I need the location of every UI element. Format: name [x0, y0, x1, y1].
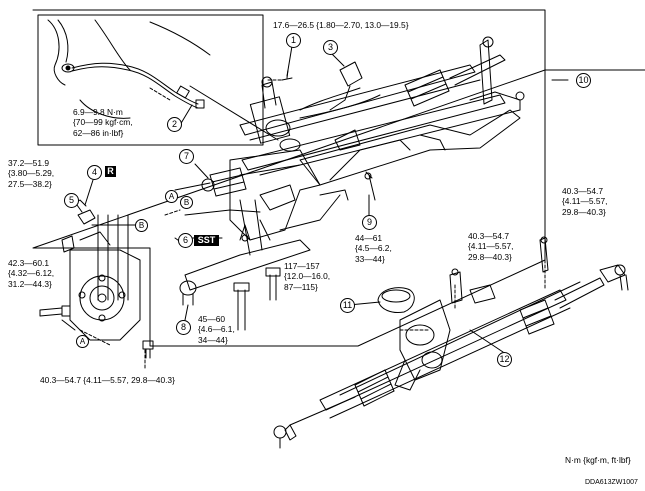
callout-2: 2: [167, 117, 182, 132]
callout-10: 10: [576, 73, 591, 88]
sst-badge: SST: [194, 235, 219, 246]
replace-badge: R: [105, 166, 116, 177]
torque-label-bracket-right-mid: 40.3—54.7 {4.11—5.57, 29.8—40.3}: [468, 231, 514, 262]
torque-label-knuckle-bottom: 40.3—54.7 {4.11—5.57, 29.8—40.3}: [40, 375, 175, 385]
hose-detail: [47, 19, 211, 119]
marker-b-lower: B: [135, 219, 148, 232]
steering-knuckle: [39, 199, 154, 359]
marker-a-upper: A: [165, 190, 178, 203]
marker-a-lower: A: [76, 335, 89, 348]
callout-11: 11: [340, 298, 355, 313]
callout-7: 7: [179, 149, 194, 164]
steering-gear-upper: [174, 36, 525, 331]
callout-3: 3: [323, 40, 338, 55]
callout-4: 4: [87, 165, 102, 180]
torque-label-8: 45—60 {4.6—6.1, 34—44}: [198, 314, 235, 345]
units-note: N·m {kgf·m, ft·lbf}: [565, 455, 631, 465]
callout-5: 5: [64, 193, 79, 208]
torque-label-bracket-right-top: 40.3—54.7 {4.11—5.57, 29.8—40.3}: [562, 186, 608, 217]
callout-leaders: [61, 45, 569, 353]
assembly-guides: [79, 79, 283, 371]
figure-code: DDA613ZW1007: [585, 479, 638, 486]
detail-leader: [189, 85, 279, 141]
torque-label-9: 44—61 {4.5—6.2, 33—44}: [355, 233, 392, 264]
inset-frame-hose: [37, 14, 264, 146]
callout-9: 9: [362, 215, 377, 230]
torque-label-2: 6.9—9.8 N·m {70—99 kgf·cm, 62—86 in·lbf}: [73, 107, 133, 138]
marker-b-upper: B: [180, 196, 193, 209]
callout-8: 8: [176, 320, 191, 335]
torque-label-1: 17.6—26.5 {1.80—2.70, 13.0—19.5}: [273, 20, 409, 30]
callout-12: 12: [497, 352, 512, 367]
torque-label-bolt-mid: 117—157 {12.0—16.0, 87—115}: [284, 261, 331, 292]
callout-6: 6: [178, 233, 193, 248]
torque-label-5: 37.2—51.9 {3.80—5.29, 27.5—38.2}: [8, 158, 55, 189]
torque-label-knuckle-left: 42.3—60.1 {4.32—6.12, 31.2—44.3}: [8, 258, 55, 289]
steering-gear-lower: [273, 236, 629, 449]
callout-1: 1: [286, 33, 301, 48]
